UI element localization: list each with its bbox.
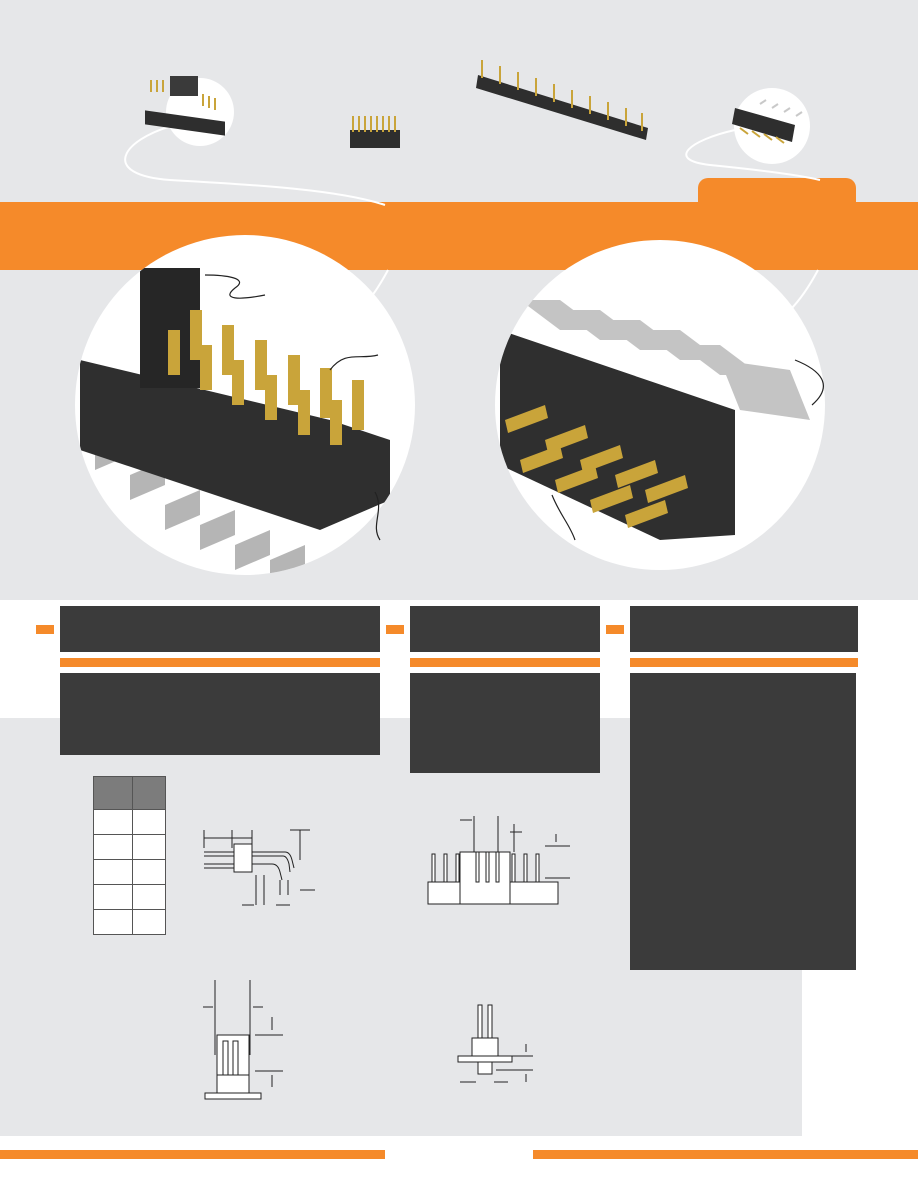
product-images [75, 60, 825, 575]
table-row [93, 834, 166, 860]
section-2-header [410, 606, 600, 652]
zoom-circle-left [75, 235, 415, 575]
callout-line-right-lower [789, 269, 819, 311]
section-3-header [630, 606, 858, 652]
callout-line-left [124, 124, 386, 206]
table-header-row [93, 776, 166, 810]
smt-header-drawing [203, 980, 283, 1100]
orange-title-band [0, 202, 918, 270]
section-1-body [60, 673, 380, 755]
section-3-rule [630, 658, 858, 667]
table-row [93, 909, 166, 935]
specification-table [93, 776, 166, 935]
table-row [93, 809, 166, 835]
zoom-circle-right [495, 240, 825, 570]
section-1-rule [60, 658, 380, 667]
section-1-marker [36, 625, 54, 634]
callout-line-right [685, 129, 821, 181]
through-hole-drawing [457, 1004, 533, 1083]
footer-bar-right [533, 1150, 918, 1159]
product-3-connector [476, 60, 648, 140]
section-3-marker [606, 625, 624, 634]
right-angle-drawing [203, 829, 315, 906]
section-2-marker [386, 625, 404, 634]
section-2-body [410, 673, 600, 773]
section-2-rule [410, 658, 600, 667]
table-row [93, 859, 166, 885]
elevated-header-drawing [427, 816, 570, 905]
section-3-body [630, 673, 856, 970]
product-2-connector [350, 116, 400, 148]
section-1-header [60, 606, 380, 652]
footer-bar-left [0, 1150, 385, 1159]
product-1-connector [145, 76, 225, 136]
product-4-connector [732, 99, 803, 144]
table-row [93, 884, 166, 910]
